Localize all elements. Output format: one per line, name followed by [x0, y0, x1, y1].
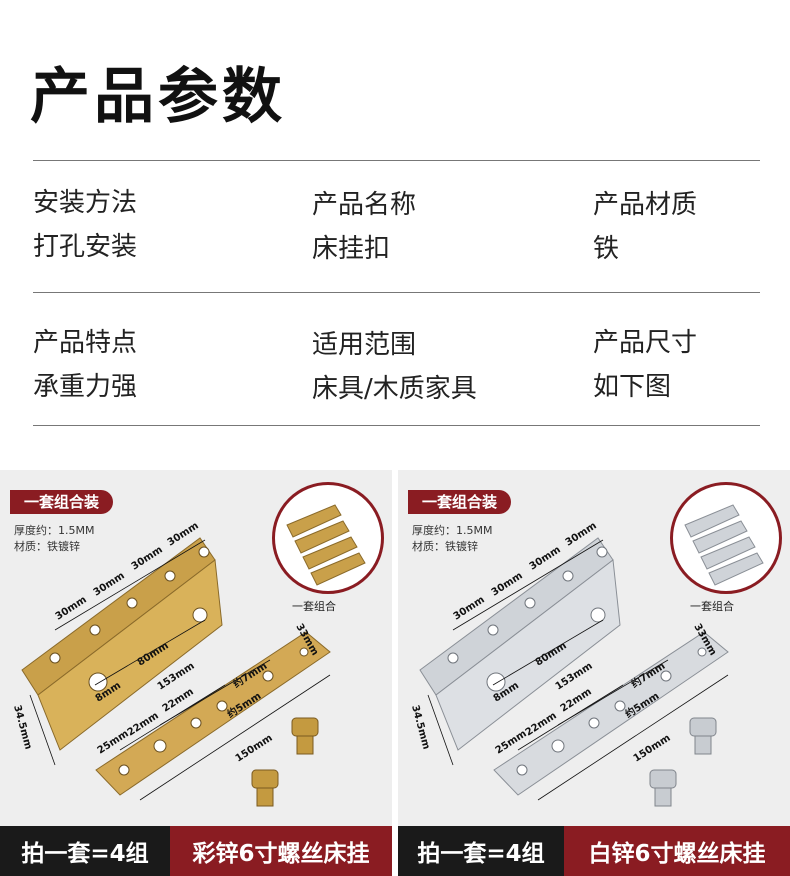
- dim-150mm: 150mm: [234, 733, 275, 765]
- footer-product-name: 彩锌6寸螺丝床挂: [170, 826, 392, 876]
- dim-30mm: 30mm: [490, 570, 525, 598]
- dim-30mm: 30mm: [92, 570, 127, 598]
- param-label: 安装方法: [33, 188, 138, 218]
- thickness-text: 厚度约：1.5MM: [14, 524, 95, 537]
- dim-150mm: 150mm: [632, 733, 673, 765]
- param-value: 承重力强: [33, 372, 138, 402]
- material-text: 材质：铁镀锌: [412, 540, 478, 553]
- set-caption: 一套组合: [690, 600, 734, 613]
- page-title: 产品参数: [30, 62, 286, 132]
- product-panel-white-zinc: 30mm 30mm 30mm 30mm 80mm 8mm 34.5mm 153m…: [398, 470, 790, 826]
- param-label: 产品名称: [312, 190, 417, 220]
- set-tag: 一套组合装: [408, 490, 512, 514]
- dim-34-5mm: 34.5mm: [409, 704, 431, 751]
- product-panel-color-zinc: 30mm 30mm 30mm 30mm 80mm 8mm 34.5mm 153m…: [0, 470, 392, 826]
- param-material: 产品材质 铁: [593, 192, 697, 262]
- material-text: 材质：铁镀锌: [14, 540, 80, 553]
- panel-gap: [392, 470, 398, 876]
- param-value: 如下图: [593, 372, 672, 402]
- param-value: 铁: [593, 234, 620, 264]
- dim-34-5mm: 34.5mm: [11, 704, 33, 751]
- param-usage: 适用范围 床具/木质家具: [312, 332, 477, 402]
- divider: [33, 160, 760, 161]
- param-value: 床具/木质家具: [312, 374, 477, 404]
- divider: [33, 425, 760, 426]
- bracket-photo: 30mm 30mm 30mm 30mm 80mm 8mm 34.5mm 153m…: [409, 520, 729, 807]
- bracket-photo: 30mm 30mm 30mm 30mm 80mm 8mm 34.5mm 153m…: [11, 520, 331, 807]
- param-install: 安装方法 打孔安装: [33, 190, 137, 260]
- param-label: 产品材质: [593, 190, 698, 220]
- set-caption: 一套组合: [292, 600, 336, 613]
- set-thumbnail: [272, 482, 384, 594]
- param-label: 适用范围: [312, 330, 417, 360]
- set-thumbnail: [670, 482, 782, 594]
- param-label: 产品特点: [33, 328, 138, 358]
- param-value: 床挂扣: [312, 234, 391, 264]
- param-size: 产品尺寸 如下图: [593, 330, 697, 400]
- param-value: 打孔安装: [33, 232, 138, 262]
- dim-30mm: 30mm: [452, 594, 487, 622]
- footer-product-name: 白锌6寸螺丝床挂: [564, 826, 790, 876]
- param-label: 产品尺寸: [593, 328, 698, 358]
- footer-quantity: 拍一套=4组: [0, 826, 170, 876]
- thickness-text: 厚度约：1.5MM: [412, 524, 493, 537]
- param-name: 产品名称 床挂扣: [312, 192, 416, 262]
- dim-30mm: 30mm: [54, 594, 89, 622]
- set-tag: 一套组合装: [10, 490, 114, 514]
- param-feature: 产品特点 承重力强: [33, 330, 137, 400]
- footer-quantity: 拍一套=4组: [398, 826, 564, 876]
- divider: [33, 292, 760, 293]
